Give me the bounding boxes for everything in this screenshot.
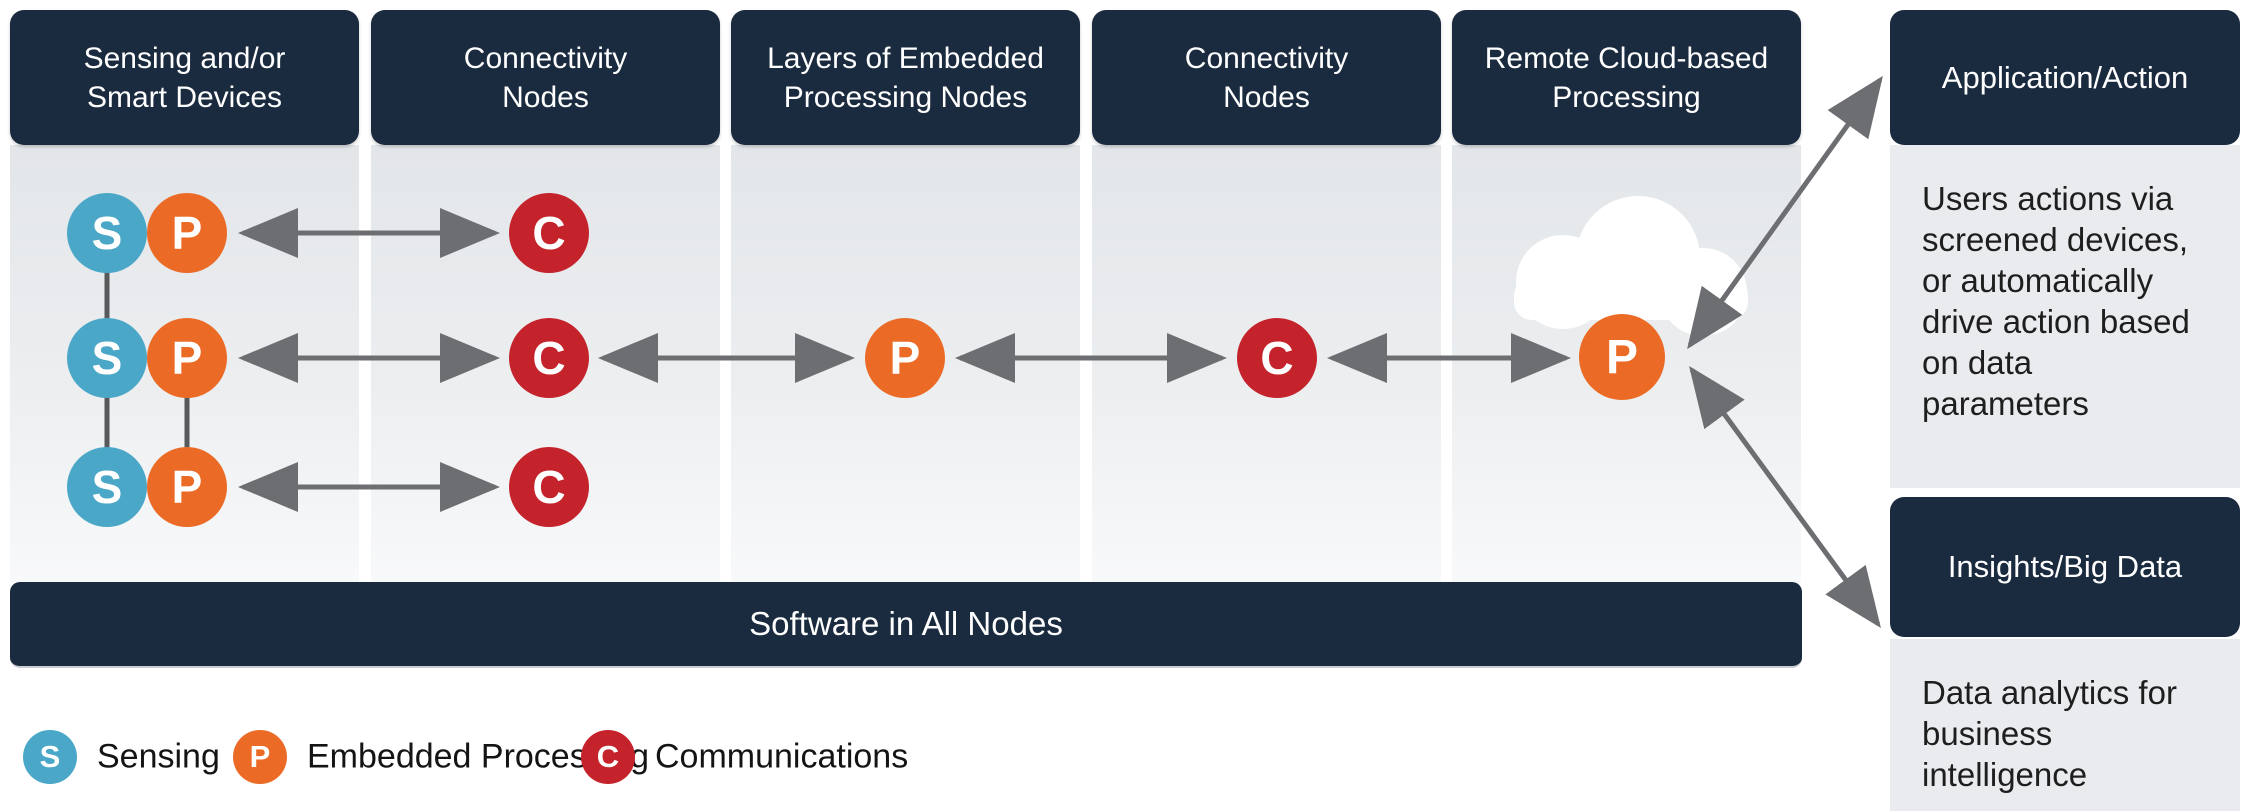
column-header-label: Connectivity Nodes bbox=[463, 41, 628, 114]
column-header-connectivity-2: Connectivity Nodes bbox=[1092, 10, 1441, 145]
legend-letter: S bbox=[39, 739, 61, 774]
column-header-embedded-processing: Layers of Embedded Processing Nodes bbox=[731, 10, 1080, 145]
connectivity-node-1: C bbox=[509, 193, 589, 273]
column-header-label: Connectivity Nodes bbox=[1184, 41, 1349, 114]
node-letter: S bbox=[91, 461, 123, 513]
node-letter: S bbox=[91, 332, 123, 384]
embedded-processing-node: P bbox=[865, 318, 945, 398]
insights-big-data-text: Data analytics for business intelligence bbox=[1922, 674, 2177, 793]
legend-sensing-icon: S bbox=[23, 730, 77, 784]
connectivity-node-2: C bbox=[509, 318, 589, 398]
column-header-label: Sensing and/or Smart Devices bbox=[83, 41, 286, 114]
connectivity-node-4: C bbox=[1237, 318, 1317, 398]
node-letter: P bbox=[171, 461, 203, 513]
node-letter: C bbox=[532, 461, 566, 513]
column-header-label: Layers of Embedded Processing Nodes bbox=[767, 41, 1044, 114]
cloud-to-panel-arrows bbox=[1687, 75, 1883, 629]
node-letter: P bbox=[171, 332, 203, 384]
data-flow-arrows bbox=[238, 208, 1571, 512]
node-letter: C bbox=[532, 207, 566, 259]
legend-sensing-label: Sensing bbox=[97, 737, 220, 776]
connectivity-node-3: C bbox=[509, 447, 589, 527]
processing-node-3: P bbox=[147, 447, 227, 527]
sensing-node-3: S bbox=[67, 447, 147, 527]
legend-letter: P bbox=[249, 739, 271, 774]
software-bar-label: Software in All Nodes bbox=[749, 605, 1063, 642]
application-action-header: Application/Action bbox=[1890, 10, 2240, 145]
column-header-connectivity-1: Connectivity Nodes bbox=[371, 10, 720, 145]
column-header-label: Remote Cloud-based Processing bbox=[1484, 41, 1769, 114]
sensing-node-2: S bbox=[67, 318, 147, 398]
legend-communications-icon: C bbox=[581, 730, 635, 784]
insights-big-data-header: Insights/Big Data bbox=[1890, 497, 2240, 637]
legend-embedded-processing-icon: P bbox=[233, 730, 287, 784]
node-letter: C bbox=[1260, 332, 1294, 384]
application-action-title: Application/Action bbox=[1941, 59, 2189, 95]
column-header-sensing-devices: Sensing and/or Smart Devices bbox=[10, 10, 359, 145]
column-header-cloud-processing: Remote Cloud-based Processing bbox=[1452, 10, 1801, 145]
legend-communications-label: Communications bbox=[655, 737, 909, 776]
node-letter: S bbox=[91, 207, 123, 259]
processing-node-2: P bbox=[147, 318, 227, 398]
application-action-body: Users actions via screened devices, or a… bbox=[1890, 145, 2240, 488]
insights-big-data-body: Data analytics for business intelligence bbox=[1890, 639, 2240, 811]
insights-big-data-title: Insights/Big Data bbox=[1947, 549, 2183, 584]
sensing-node-1: S bbox=[67, 193, 147, 273]
application-action-text: Users actions via screened devices, or a… bbox=[1922, 180, 2190, 422]
cloud-processing-node: P bbox=[1579, 314, 1665, 400]
software-bar: Software in All Nodes bbox=[10, 582, 1802, 668]
processing-node-1: P bbox=[147, 193, 227, 273]
node-letter: C bbox=[532, 332, 566, 384]
node-letter: P bbox=[171, 207, 203, 259]
node-letter: P bbox=[1605, 330, 1638, 384]
legend-letter: C bbox=[596, 739, 620, 774]
node-letter: P bbox=[889, 332, 921, 384]
